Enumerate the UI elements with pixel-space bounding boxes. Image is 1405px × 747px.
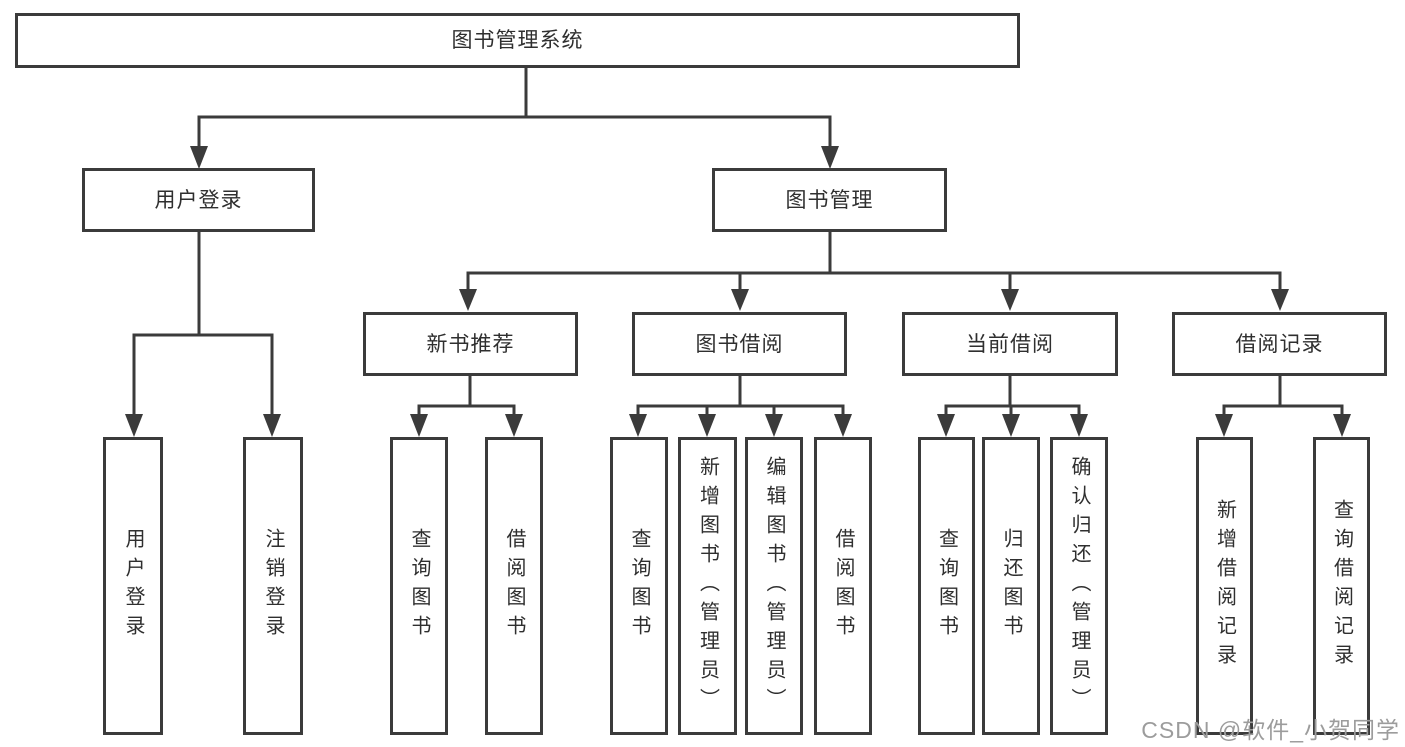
arrowhead-icons [125, 146, 1351, 437]
node-label: 借阅记录 [1235, 332, 1324, 356]
node-label: 当前借阅 [966, 332, 1054, 356]
node-label: 图书管理系统 [451, 29, 584, 52]
node-label: 新增借阅记录 [1213, 499, 1236, 673]
node-label: 用户登录 [154, 188, 243, 212]
node-book-management: 图书管理 [712, 168, 947, 232]
node-label: 借阅图书 [832, 528, 854, 644]
watermark: CSDN @软件_小贺同学 [1141, 717, 1400, 743]
node-label: 新增图书（管理员） [696, 455, 719, 717]
node-library-system: 图书管理系统 [15, 13, 1020, 68]
leaf-query-books-borrow: 查询图书 [610, 437, 668, 735]
node-label: 查询图书 [935, 528, 958, 644]
node-label: 归还图书 [1000, 528, 1022, 644]
leaf-edit-book-admin: 编辑图书（管理员） [745, 437, 803, 735]
node-new-book-recommend: 新书推荐 [363, 312, 578, 376]
leaf-borrow-books-recommend: 借阅图书 [485, 437, 543, 735]
node-label: 查询图书 [628, 528, 650, 644]
leaf-query-borrow-record: 查询借阅记录 [1313, 437, 1370, 735]
leaf-borrow-books: 借阅图书 [814, 437, 872, 735]
node-label: 编辑图书（管理员） [763, 455, 785, 717]
leaf-query-books-recommend: 查询图书 [390, 437, 448, 735]
node-current-borrow: 当前借阅 [902, 312, 1118, 376]
node-label: 借阅图书 [503, 528, 525, 644]
leaf-add-book-admin: 新增图书（管理员） [678, 437, 737, 735]
node-label: 查询图书 [408, 528, 430, 644]
node-borrow-records: 借阅记录 [1172, 312, 1387, 376]
leaf-user-login: 用户登录 [103, 437, 163, 735]
node-label: 新书推荐 [426, 332, 515, 356]
leaf-query-books-current: 查询图书 [918, 437, 975, 735]
node-label: 确认归还（管理员） [1068, 455, 1090, 717]
node-user-login: 用户登录 [82, 168, 315, 232]
leaf-logout: 注销登录 [243, 437, 303, 735]
node-label: 注销登录 [262, 528, 284, 644]
node-label: 查询借阅记录 [1330, 499, 1353, 673]
node-label: 用户登录 [122, 528, 144, 644]
leaf-return-book: 归还图书 [982, 437, 1040, 735]
leaf-add-borrow-record: 新增借阅记录 [1196, 437, 1253, 735]
leaf-confirm-return-admin: 确认归还（管理员） [1050, 437, 1108, 735]
node-book-borrow: 图书借阅 [632, 312, 847, 376]
node-label: 图书借阅 [695, 332, 784, 356]
node-label: 图书管理 [785, 188, 874, 212]
